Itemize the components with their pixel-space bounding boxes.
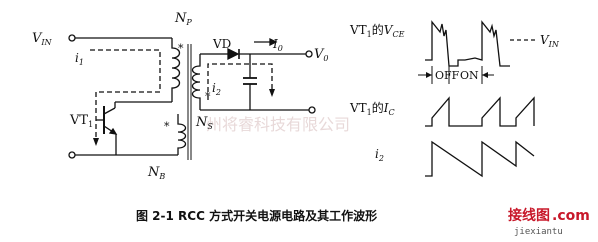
io-label: I0 <box>272 37 283 53</box>
site-logo: 接线图 .com jiexiantu <box>508 207 590 237</box>
primary-winding-np <box>171 38 181 94</box>
off-label: OFF <box>435 69 460 82</box>
vin-label: VIN <box>32 31 53 47</box>
np-label: NP <box>174 11 192 27</box>
io-arrow-icon <box>269 37 278 47</box>
i2-current-loop <box>207 63 273 100</box>
i2-label: i2 <box>212 81 221 97</box>
i2-arrow-icon <box>269 89 275 97</box>
circuit-labels: VIN i1 NP * VT1 * NB * NS i2 VD I0 V0 <box>32 11 328 181</box>
vo-return-terminal <box>308 106 316 114</box>
off-arrow-icon <box>426 72 432 78</box>
vd-label: VD <box>212 37 231 51</box>
emitter-arrow-icon <box>108 127 118 135</box>
i2-waveform <box>425 140 535 178</box>
vce-title: VT1的VCE <box>349 22 405 39</box>
ns-dot-mark: * <box>205 90 211 103</box>
nb-label: NB <box>147 165 165 181</box>
i1-arrow-icon <box>93 138 99 146</box>
transistor-collector <box>103 107 116 115</box>
vce-vin-label: VIN <box>540 33 560 49</box>
i1-label: i1 <box>75 51 84 67</box>
ic-waveform <box>425 96 535 127</box>
circuit-diagram <box>68 34 316 160</box>
vo-label: V0 <box>314 47 328 63</box>
vin-terminal <box>68 34 76 42</box>
figure-caption: 图 2-1 RCC 方式开关电源电路及其工作波形 <box>136 208 377 223</box>
np-dot-mark: * <box>178 42 184 55</box>
ns-label: NS <box>195 115 213 131</box>
waveforms: VT1的VCE VIN OFF ON VT1的IC i2 <box>349 20 560 178</box>
vt1-label: VT1 <box>69 113 93 129</box>
secondary-winding-ns <box>191 58 201 104</box>
watermark-text: 州将睿科技有限公司 <box>206 115 350 134</box>
vce-waveform <box>425 20 510 67</box>
nb-dot-mark: * <box>164 120 170 133</box>
i2-wave-label: i2 <box>375 147 384 163</box>
ic-title: VT1的IC <box>349 100 395 117</box>
base-winding-nb <box>177 118 187 155</box>
on-label: ON <box>460 69 479 82</box>
i1-current-loop <box>90 49 161 140</box>
vo-terminal <box>305 50 313 58</box>
ground-terminal <box>68 151 76 159</box>
on-arrow-icon <box>482 72 488 78</box>
site-logo-suffix: .com <box>552 208 590 224</box>
site-logo-text: 接线图 <box>508 207 550 224</box>
site-logo-url: jiexiantu <box>514 227 563 237</box>
